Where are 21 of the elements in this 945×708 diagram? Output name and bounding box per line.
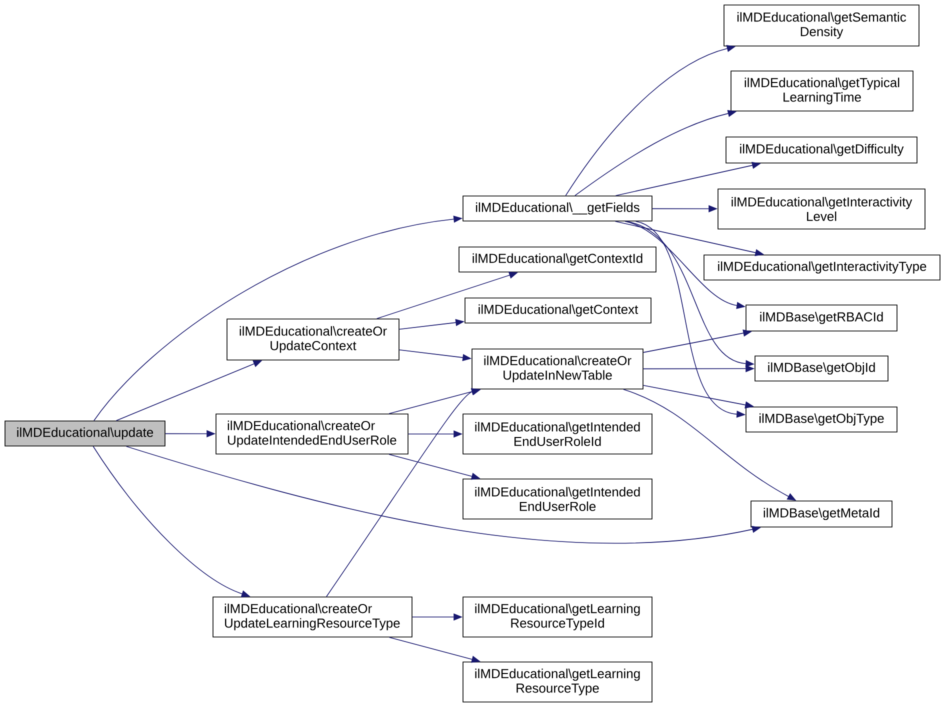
function-box: ilMDBase\getRBACId [746,304,898,332]
function-box: ilMDEducational\update [4,420,166,446]
function-box: ilMDEducational\createOr UpdateLearningResourceType [212,596,412,638]
function-box: ilMDEducational\getIntended EndUserRoleId [462,414,652,454]
function-box: ilMDEducational\getLearning ResourceType [462,662,652,702]
function-box: ilMDBase\getObjId [754,356,888,382]
function-box: ilMDEducational\getTypical LearningTime [730,70,914,112]
function-box: ilMDEducational\createOr UpdateContext [226,318,400,360]
function-box: ilMDEducational\getInteractivity Level [718,188,926,230]
function-box: ilMDEducational\getInteractivityType [704,254,940,280]
function-box: ilMDBase\getObjType [746,406,898,432]
function-box: ilMDEducational\createOr UpdateInNewTable [472,348,644,390]
function-box: ilMDBase\getMetaId [750,500,892,528]
function-box: ilMDEducational\createOr UpdateIntendedEndUserRole [216,414,408,454]
function-box: ilMDEducational\getLearning ResourceTypeId [462,596,652,638]
function-box: ilMDEducational\getContextId [458,246,656,272]
function-box: ilMDEducational\getContext [464,298,652,324]
function-box: ilMDEducational\getSemantic Density [724,4,920,46]
function-box: ilMDEducational\getDifficulty [726,136,918,164]
function-box: ilMDEducational\getIntended EndUserRole [462,478,652,520]
function-box: ilMDEducational\__getFields [462,196,652,222]
